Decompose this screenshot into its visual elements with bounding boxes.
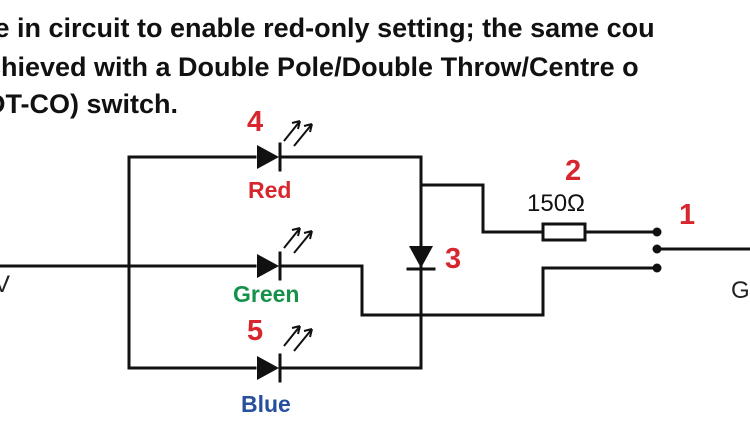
callout-5: 5 — [247, 315, 263, 347]
resistor-value: 150Ω — [527, 190, 585, 217]
callout-1: 1 — [679, 199, 695, 231]
green-branch-wire — [281, 264, 659, 317]
wiring — [0, 155, 750, 370]
callout-2: 2 — [565, 155, 581, 187]
caption-line-3: DT-CO) switch. — [0, 89, 179, 119]
red-branch-wire — [127, 155, 545, 234]
caption-line-2: chieved with a Double Pole/Double Throw/… — [0, 52, 639, 82]
led-red-label: Red — [248, 177, 291, 203]
edge-label-right: G — [731, 277, 750, 304]
caption-line-1: le in circuit to enable red-only setting… — [0, 13, 655, 43]
led-blue-label: Blue — [241, 391, 291, 417]
switch-symbol — [652, 227, 662, 273]
led-blue-symbol — [257, 325, 313, 383]
diode-3-symbol — [406, 246, 436, 271]
led-green-symbol — [257, 227, 313, 281]
led-green-label: Green — [233, 281, 299, 307]
resistor-symbol — [541, 222, 587, 242]
callout-4: 4 — [247, 106, 263, 138]
callout-3: 3 — [445, 243, 461, 275]
edge-label-left: V — [0, 271, 10, 298]
led-red-symbol — [257, 120, 313, 172]
